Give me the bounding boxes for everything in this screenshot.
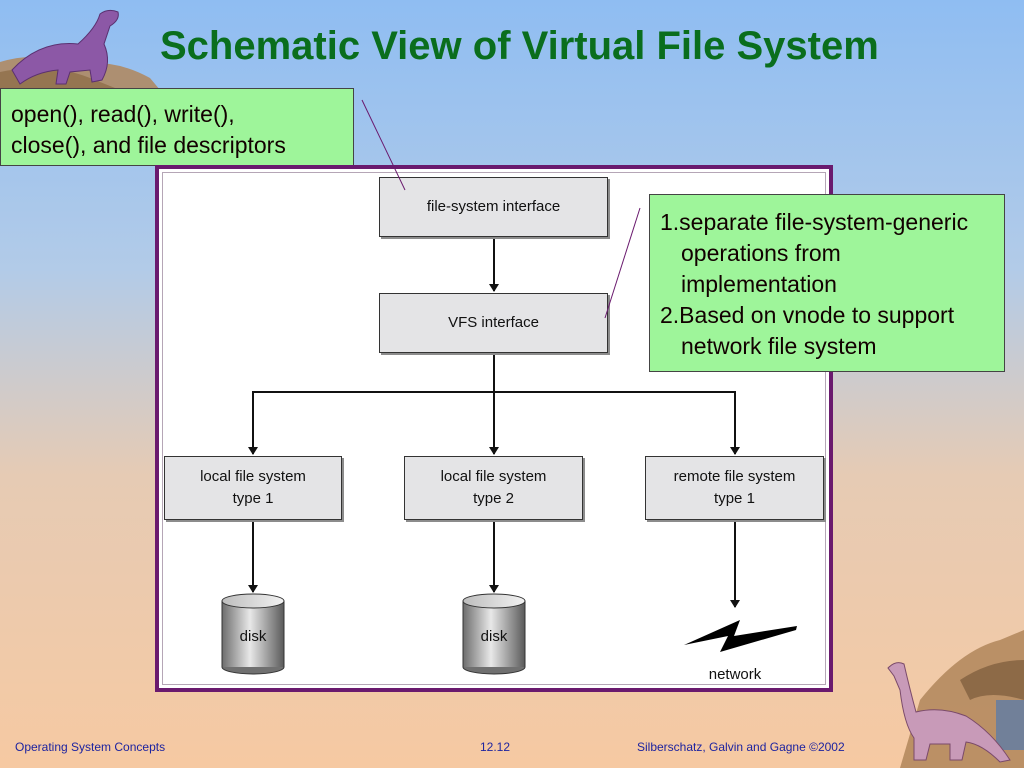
callout-item-2: 2.Based on vnode to support network file… bbox=[660, 302, 955, 359]
disk-2-label: disk bbox=[480, 628, 508, 645]
callout-item-1: 1.separate file-system-generic operation… bbox=[660, 209, 969, 297]
network-lightning-icon bbox=[684, 620, 797, 652]
callout-system-calls: open(), read(), write(), close(), and fi… bbox=[0, 88, 354, 166]
network-label: network bbox=[708, 666, 762, 683]
local-fs-type-1-box: local file system type 1 bbox=[164, 456, 342, 520]
callout-right-pointer bbox=[604, 207, 641, 319]
footer-copyright: Silberschatz, Galvin and Gagne ©2002 bbox=[637, 740, 845, 754]
callout-system-calls-line2: close(), and file descriptors bbox=[11, 132, 286, 158]
local-fs-type-2-box: local file system type 2 bbox=[404, 456, 583, 520]
remote-fs-type-1-box: remote file system type 1 bbox=[645, 456, 824, 520]
callout-vfs-purpose-list: 1.separate file-system-generic operation… bbox=[660, 207, 996, 362]
fs-interface-box: file-system interface bbox=[379, 177, 608, 237]
slide-title: Schematic View of Virtual File System bbox=[160, 24, 879, 68]
vfs-interface-box: VFS interface bbox=[379, 293, 608, 353]
disk-1-label: disk bbox=[239, 628, 267, 645]
footer-slide-number: 12.12 bbox=[480, 740, 511, 754]
disk-2-cylinder bbox=[462, 593, 526, 675]
disk-1-cylinder bbox=[221, 593, 285, 675]
callout-left-pointer bbox=[361, 99, 406, 191]
diagram-frame-inner-border bbox=[162, 172, 826, 685]
footer-course-name: Operating System Concepts bbox=[15, 740, 166, 754]
callout-vfs-purpose: 1.separate file-system-generic operation… bbox=[649, 194, 1005, 372]
callout-system-calls-line1: open(), read(), write(), bbox=[11, 101, 235, 127]
